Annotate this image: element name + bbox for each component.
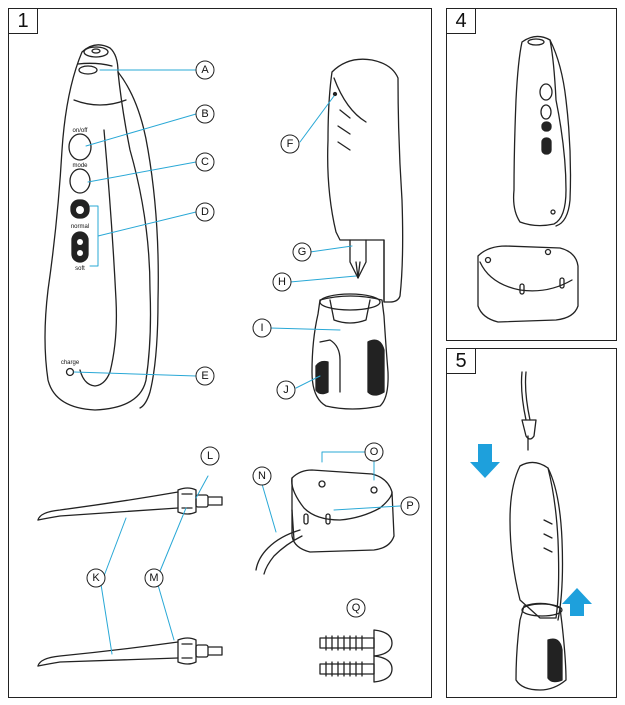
label-mode: mode — [72, 163, 88, 169]
callout-b: B — [201, 108, 208, 120]
handle-front — [44, 44, 159, 411]
callout-i: I — [260, 322, 263, 334]
screws — [319, 629, 393, 683]
label-charge: charge — [61, 360, 80, 366]
charging-base-4 — [477, 245, 579, 323]
callout-f: F — [287, 138, 294, 150]
panel-5: 5 — [446, 348, 617, 698]
holder-base — [311, 293, 389, 410]
panel-1: 1 — [8, 8, 432, 698]
callout-j: J — [283, 384, 289, 396]
panel-4-number: 4 — [446, 8, 476, 34]
panel-1-number: 1 — [8, 8, 38, 34]
label-on-off: on/off — [73, 128, 88, 134]
callout-e: E — [201, 370, 208, 382]
callout-d: D — [201, 206, 209, 218]
jet-tip-upper — [37, 487, 223, 521]
panel-5-number: 5 — [446, 348, 476, 374]
panel-4: 4 — [446, 8, 617, 341]
device-standing — [512, 35, 572, 227]
device-assembled — [509, 461, 567, 691]
label-normal: normal — [71, 224, 89, 230]
callout-q: Q — [352, 602, 361, 614]
callout-g: G — [298, 246, 307, 258]
callout-labels: A B C D E F G H I J K L M N O P Q — [92, 64, 413, 614]
charging-base — [255, 469, 395, 575]
callout-n: N — [258, 470, 266, 482]
tip-insert — [520, 371, 537, 451]
callout-m: M — [149, 572, 158, 584]
arrows — [470, 444, 592, 616]
callout-o: O — [370, 446, 379, 458]
callout-a: A — [201, 64, 209, 76]
callout-c: C — [201, 156, 209, 168]
reservoir-side — [327, 58, 404, 303]
callout-h: H — [278, 276, 286, 288]
callout-p: P — [406, 500, 413, 512]
callout-l: L — [207, 450, 213, 462]
callout-k: K — [92, 572, 100, 584]
jet-tip-lower — [37, 637, 223, 667]
label-soft: soft — [75, 266, 85, 272]
